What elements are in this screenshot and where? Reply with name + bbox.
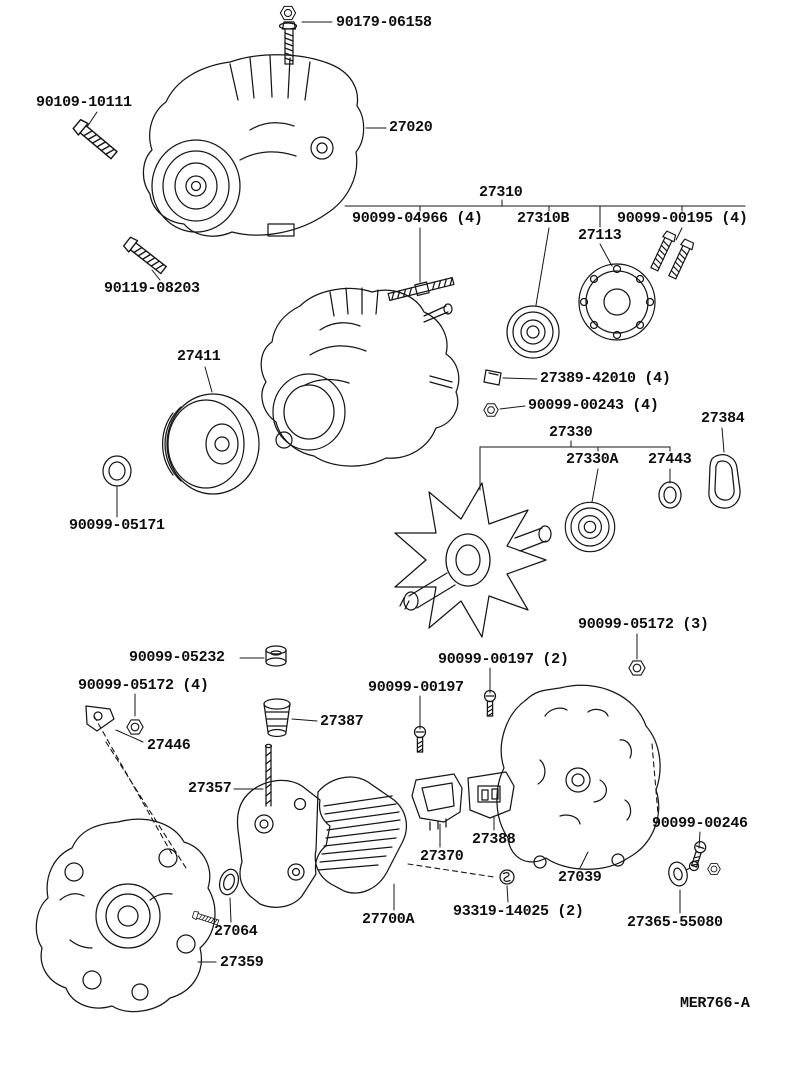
- part-label-27113: 27113: [578, 227, 622, 244]
- part-90179-06158-bolt-drawing: [278, 5, 298, 65]
- leader-lines: [86, 21, 746, 963]
- part-27411-pulley-drawing: [161, 393, 260, 495]
- part-90099-00195-bolts-drawing: [648, 229, 696, 281]
- part-27370-regulator-drawing: [411, 773, 463, 831]
- part-label-27411: 27411: [177, 348, 221, 365]
- part-27039-rear-cover-drawing: [496, 684, 661, 870]
- part-label-27310B: 27310B: [517, 210, 570, 227]
- part-27113-plate-drawing: [578, 263, 656, 341]
- part-27387-insulator-drawing: [263, 698, 291, 738]
- part-label-27310: 27310: [479, 184, 523, 201]
- part-27330A-bearing-drawing: [564, 501, 616, 553]
- drawing-code: MER766-A: [680, 995, 750, 1012]
- part-label-27020: 27020: [389, 119, 433, 136]
- part-27446-terminal-drawing: [85, 705, 115, 732]
- part-label-27370: 27370: [420, 848, 464, 865]
- part-label-93319-14025: 93319-14025 (2): [453, 903, 584, 920]
- part-label-27357: 27357: [188, 780, 232, 797]
- part-27388-brush-holder-drawing: [467, 771, 515, 819]
- part-27365-55080-drawing: [668, 860, 700, 887]
- part-label-90179-06158: 90179-06158: [336, 14, 432, 31]
- part-label-27388: 27388: [472, 831, 516, 848]
- part-90109-10111-bolt-drawing: [71, 117, 120, 162]
- part-label-90099-04966: 90099-04966 (4): [352, 210, 483, 227]
- part-27389-42010-insulator-drawing: [483, 369, 502, 386]
- part-label-27700A: 27700A: [362, 911, 415, 928]
- part-27064-gasket-drawing: [218, 868, 240, 896]
- part-label-27389-42010: 27389-42010 (4): [540, 370, 671, 387]
- part-90099-00246-screw-drawing: [688, 839, 721, 875]
- part-label-90099-05232: 90099-05232: [129, 649, 225, 666]
- part-90099-00197-screws-drawing: [413, 689, 497, 753]
- part-27700A-rectifier-assembly-drawing: [236, 776, 408, 908]
- part-label-27330A: 27330A: [566, 451, 619, 468]
- part-90119-08203-bolt-drawing: [121, 235, 169, 277]
- part-label-27039: 27039: [558, 869, 602, 886]
- part-label-27064: 27064: [214, 923, 258, 940]
- part-label-90099-05172-3: 90099-05172 (3): [578, 616, 709, 633]
- part-27359-front-frame-drawing: [35, 818, 220, 1013]
- part-27020-alternator-assembly-drawing: [142, 54, 365, 237]
- part-label-90119-08203: 90119-08203: [104, 280, 200, 297]
- part-27330-rotor-drawing: [394, 482, 552, 638]
- part-label-90099-00197-2: 90099-00197 (2): [438, 651, 569, 668]
- part-label-90099-00243: 90099-00243 (4): [528, 397, 659, 414]
- part-label-27384: 27384: [701, 410, 745, 427]
- part-label-27387: 27387: [320, 713, 364, 730]
- part-90099-05232-cap-drawing: [265, 645, 287, 667]
- part-27443-ring-drawing: [658, 481, 682, 509]
- part-label-27359: 27359: [220, 954, 264, 971]
- part-label-90099-05172-4: 90099-05172 (4): [78, 677, 209, 694]
- part-label-27365-55080: 27365-55080: [627, 914, 723, 931]
- part-90099-05172-4-nut-drawing: [126, 719, 144, 735]
- part-label-90099-05171: 90099-05171: [69, 517, 165, 534]
- part-27384-cover-drawing: [708, 454, 741, 509]
- part-90099-00243-nut-drawing: [483, 403, 499, 417]
- part-93319-14025-screw-drawing: [499, 869, 515, 885]
- part-rear-frame-housing-drawing: [260, 287, 460, 467]
- part-label-90099-00195: 90099-00195 (4): [617, 210, 748, 227]
- part-label-27446: 27446: [147, 737, 191, 754]
- part-label-90109-10111: 90109-10111: [36, 94, 132, 111]
- part-27357-stud-drawing: [264, 743, 273, 807]
- part-27310B-bearing-drawing: [506, 305, 560, 359]
- part-label-27443: 27443: [648, 451, 692, 468]
- part-label-27330: 27330: [549, 424, 593, 441]
- part-90099-04966-stud-drawing: [387, 275, 455, 303]
- part-label-90099-00197: 90099-00197: [368, 679, 464, 696]
- part-90099-05171-collar-drawing: [102, 455, 132, 487]
- part-label-90099-00246: 90099-00246: [652, 815, 748, 832]
- part-90099-05172-3-nut-drawing: [628, 660, 646, 676]
- reference-dashed-lines: [93, 715, 659, 878]
